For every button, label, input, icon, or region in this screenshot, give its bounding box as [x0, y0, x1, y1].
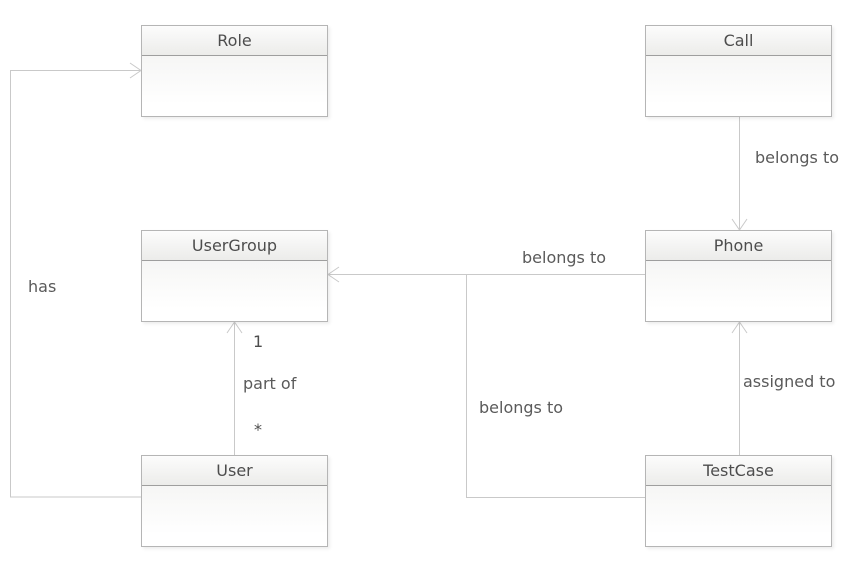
edge-label-has: has: [28, 277, 57, 296]
entity-call-title: Call: [646, 26, 831, 56]
entity-user-body: [142, 486, 327, 546]
entity-testcase-title: TestCase: [646, 456, 831, 486]
edge-label-call-belongs-to: belongs to: [755, 148, 840, 167]
arrowhead-into-usergroup-bottom: [226, 321, 243, 334]
edge-label-testcase-belongs-to: belongs to: [479, 398, 564, 417]
multiplicity-many-label: *: [254, 420, 262, 439]
arrowhead-into-usergroup-right: [327, 266, 340, 283]
entity-phone-title: Phone: [646, 231, 831, 261]
entity-role-body: [142, 56, 327, 116]
edge-label-assigned-to: assigned to: [743, 372, 836, 391]
edge-label-phone-belongs-to: belongs to: [522, 248, 607, 267]
entity-testcase[interactable]: TestCase: [645, 455, 832, 547]
entity-call-body: [646, 56, 831, 116]
entity-testcase-body: [646, 486, 831, 546]
multiplicity-one-label: 1: [253, 332, 264, 351]
entity-phone-body: [646, 261, 831, 321]
edge-label-part-of: part of: [243, 374, 297, 393]
entity-usergroup-body: [142, 261, 327, 321]
entity-user-title: User: [142, 456, 327, 486]
entity-phone[interactable]: Phone: [645, 230, 832, 322]
entity-call[interactable]: Call: [645, 25, 832, 117]
connector-user-role[interactable]: [10, 70, 142, 498]
entity-usergroup-title: UserGroup: [142, 231, 327, 261]
connector-testcase-usergroup[interactable]: [466, 274, 646, 498]
arrowhead-into-phone-bottom: [731, 321, 748, 334]
entity-user[interactable]: User: [141, 455, 328, 547]
entity-role-title: Role: [142, 26, 327, 56]
entity-role[interactable]: Role: [141, 25, 328, 117]
entity-usergroup[interactable]: UserGroup: [141, 230, 328, 322]
